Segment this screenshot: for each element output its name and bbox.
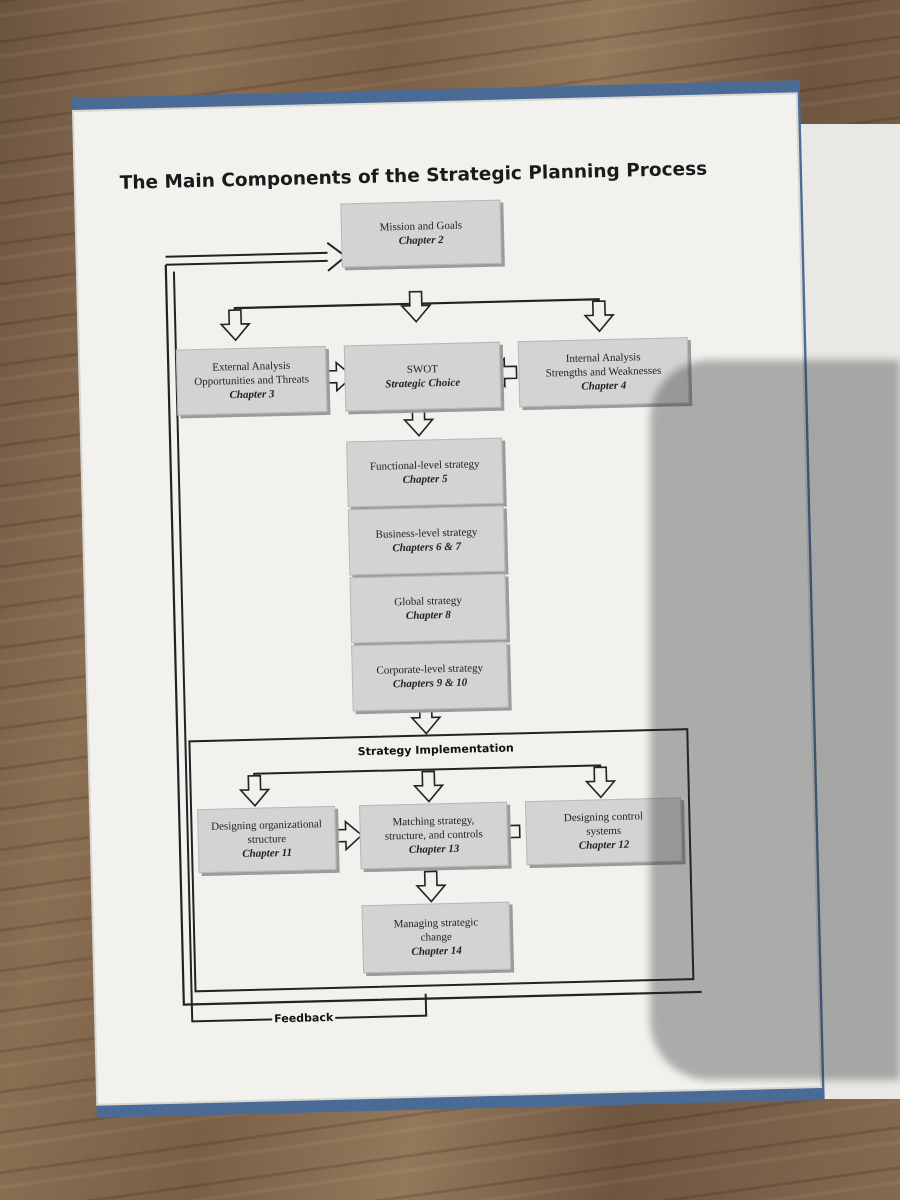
hand-shadow xyxy=(650,360,900,1080)
arrow-org-to-matching xyxy=(332,820,363,851)
arrow-to-internal xyxy=(583,300,615,333)
external-chapter: Chapter 3 xyxy=(229,388,275,402)
arrow-to-control xyxy=(585,766,616,799)
swot-sublabel: Strategic Choice xyxy=(385,376,461,391)
org-structure-box: Designing organizational structure Chapt… xyxy=(197,805,337,874)
external-analysis-box: External Analysis Opportunities and Thre… xyxy=(175,345,328,416)
mission-chapter: Chapter 2 xyxy=(398,234,444,248)
arrow-to-external xyxy=(220,308,251,342)
feedback-label: Feedback xyxy=(272,1010,336,1026)
global-label: Global strategy xyxy=(394,594,462,609)
book-page: The Main Components of the Strategic Pla… xyxy=(74,94,821,1104)
mission-goals-box: Mission and Goals Chapter 2 xyxy=(340,199,502,268)
matching-box: Matching strategy, structure, and contro… xyxy=(359,801,509,870)
swot-box: SWOT Strategic Choice xyxy=(343,341,502,412)
change-chapter: Chapter 14 xyxy=(411,944,462,959)
change-label: Managing strategic xyxy=(393,916,479,931)
functional-chapter: Chapter 5 xyxy=(402,472,448,487)
functional-strategy-box: Functional-level strategy Chapter 5 xyxy=(346,437,504,508)
business-chapter: Chapters 6 & 7 xyxy=(392,540,462,555)
global-strategy-box: Global strategy Chapter 8 xyxy=(349,573,508,644)
internal-chapter: Chapter 4 xyxy=(581,379,627,393)
control-label: Designing control xyxy=(563,810,644,825)
corporate-strategy-box: Corporate-level strategy Chapters 9 & 10 xyxy=(351,641,509,712)
matching-chapter: Chapter 13 xyxy=(408,842,460,857)
strategic-change-box: Managing strategic change Chapter 14 xyxy=(361,901,512,974)
mission-label: Mission and Goals xyxy=(379,219,463,234)
change-sublabel: change xyxy=(420,931,452,944)
implementation-frame xyxy=(188,728,695,993)
org-structure-label: Designing organizational xyxy=(211,818,322,833)
diagram-connectors xyxy=(164,242,702,1023)
arrow-to-matching xyxy=(413,770,444,803)
business-label: Business-level strategy xyxy=(375,526,478,541)
corporate-chapter: Chapters 9 & 10 xyxy=(392,676,468,691)
external-sublabel: Opportunities and Threats xyxy=(194,373,310,389)
corporate-label: Corporate-level strategy xyxy=(376,662,484,677)
org-structure-chapter: Chapter 11 xyxy=(242,846,293,861)
functional-label: Functional-level strategy xyxy=(369,458,480,473)
business-strategy-box: Business-level strategy Chapters 6 & 7 xyxy=(347,505,506,576)
arrow-to-org-structure xyxy=(239,774,270,807)
matching-sublabel: structure, and controls xyxy=(384,828,483,843)
global-chapter: Chapter 8 xyxy=(405,608,452,623)
control-chapter: Chapter 12 xyxy=(578,838,630,852)
control-sublabel: systems xyxy=(586,824,622,838)
feedback-line-outer xyxy=(164,264,702,1006)
org-structure-sublabel: structure xyxy=(247,833,287,846)
arrow-matching-to-change xyxy=(415,870,447,903)
swot-label: SWOT xyxy=(406,363,439,376)
arrow-to-swot xyxy=(400,290,432,323)
arrow-swot-to-functional xyxy=(403,404,434,437)
internal-sublabel: Strengths and Weaknesses xyxy=(545,364,662,380)
